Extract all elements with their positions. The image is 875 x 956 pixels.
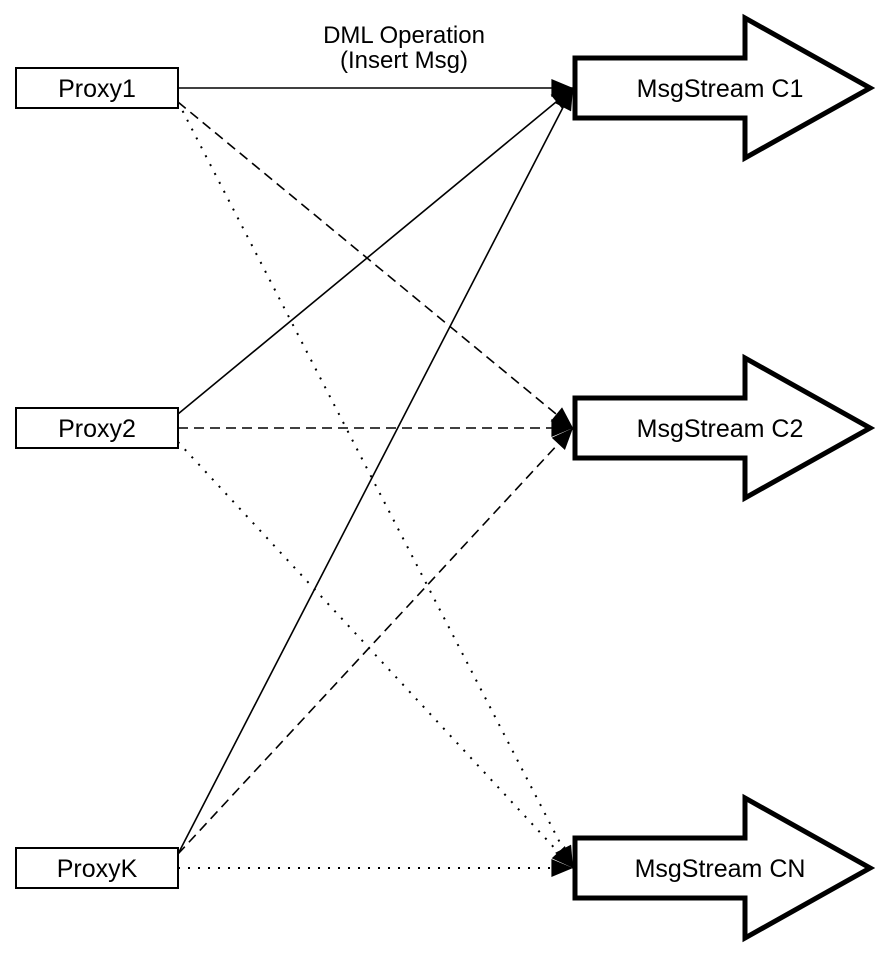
msgstream-c2-label: MsgStream C2 [637,415,804,443]
proxy2-box [15,407,179,449]
connection-proxy1-cn [177,101,574,869]
connection-proxyk-c1 [177,87,574,855]
msgstream-c2-arrow-shape [572,353,875,503]
proxyk-node: ProxyK [15,847,179,889]
title-line-2: (Insert Msg) [340,47,468,74]
connection-proxy1-c2 [177,101,574,429]
proxyk-box [15,847,179,889]
connection-proxy2-cn [177,441,574,869]
msgstream-c1-arrow-shape [572,13,875,163]
msgstream-cn-arrow-shape [572,793,875,943]
msgstream-c1-node: MsgStream C1 [572,13,875,163]
proxy1-box [15,67,179,109]
msgstream-c1-label: MsgStream C1 [637,75,804,103]
msgstream-cn-node: MsgStream CN [572,793,875,943]
msgstream-c2-node: MsgStream C2 [572,353,875,503]
proxyk-label: ProxyK [57,855,138,883]
proxy2-label: Proxy2 [58,415,136,443]
connection-proxy2-c1 [177,87,574,415]
msgstream-cn-label: MsgStream CN [635,855,806,883]
title-line-1: DML Operation [323,22,485,49]
proxy1-node: Proxy1 [15,67,179,109]
title-annotation: DML Operation (Insert Msg) [323,22,485,74]
connection-proxyk-c2 [177,427,574,855]
proxy1-label: Proxy1 [58,75,136,103]
proxy2-node: Proxy2 [15,407,179,449]
connection-lines [177,79,574,877]
